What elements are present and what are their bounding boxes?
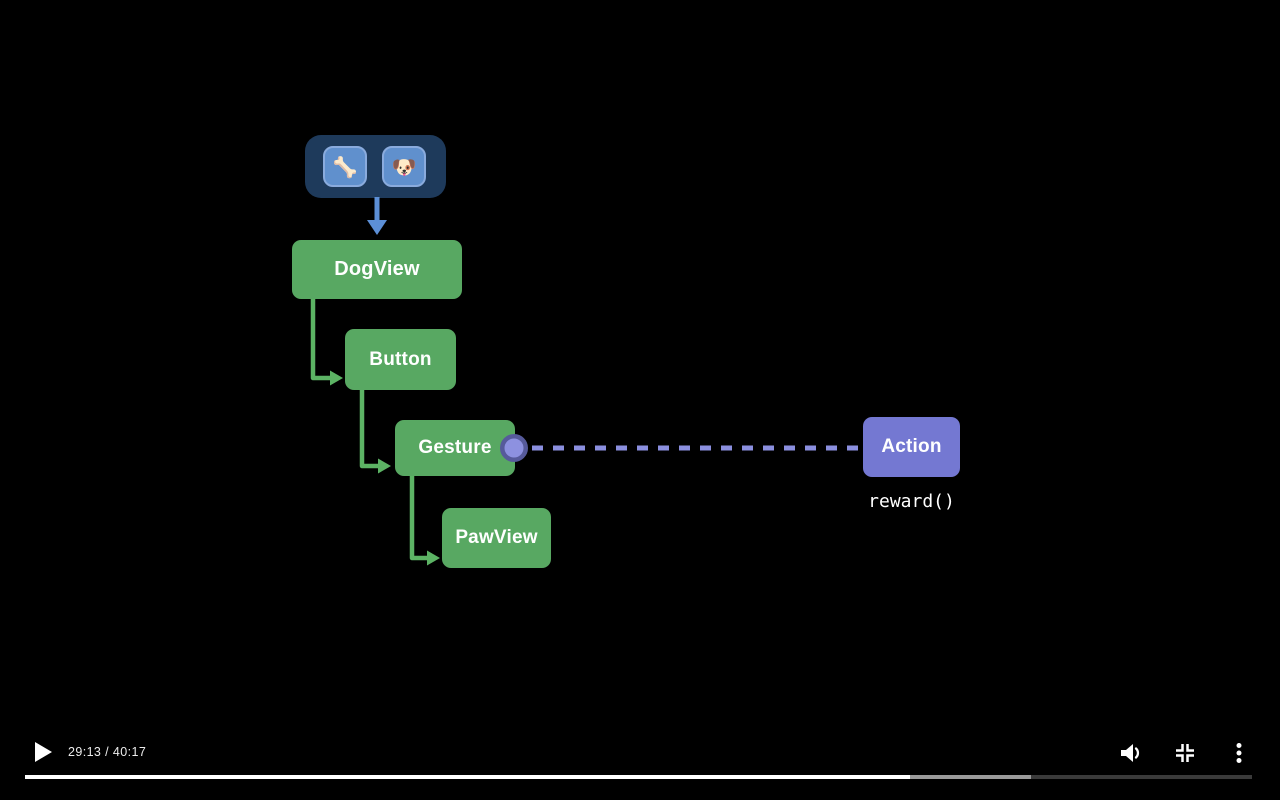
node-button-label: Button bbox=[369, 348, 432, 370]
reward-code-label: reward() bbox=[868, 491, 955, 512]
arrow-toolbar-to-dogview bbox=[367, 197, 387, 235]
connector-gesture-to-pawview bbox=[409, 476, 440, 566]
node-gesture-label: Gesture bbox=[418, 437, 492, 458]
kebab-menu-icon bbox=[1236, 743, 1242, 763]
node-dogview-label: DogView bbox=[334, 258, 420, 280]
dog-tool-button: 🐶 bbox=[382, 146, 426, 187]
node-pawview: PawView bbox=[442, 508, 551, 568]
collapse-button[interactable] bbox=[1173, 741, 1197, 765]
collapse-icon bbox=[1176, 744, 1194, 762]
progress-bar[interactable] bbox=[25, 775, 1252, 779]
connector-dogview-to-button bbox=[310, 299, 343, 386]
more-button[interactable] bbox=[1227, 741, 1251, 765]
play-button[interactable] bbox=[33, 741, 55, 763]
progress-played bbox=[25, 775, 910, 779]
node-dogview: DogView bbox=[292, 240, 462, 299]
bone-icon: 🦴 bbox=[332, 154, 358, 179]
node-gesture: Gesture bbox=[395, 420, 515, 476]
node-action: Action bbox=[863, 417, 960, 477]
volume-button[interactable] bbox=[1118, 740, 1144, 766]
node-button: Button bbox=[345, 329, 456, 390]
node-action-label: Action bbox=[881, 436, 942, 457]
play-icon bbox=[35, 742, 52, 762]
volume-icon bbox=[1121, 744, 1140, 762]
dog-icon: 🐶 bbox=[391, 154, 417, 179]
time-display: 29:13 / 40:17 bbox=[68, 745, 147, 759]
palette-toolbar: 🦴 🐶 bbox=[305, 135, 446, 198]
connector-button-to-gesture bbox=[359, 390, 391, 474]
bone-tool-button: 🦴 bbox=[323, 146, 367, 187]
dashed-link-gesture-to-action bbox=[500, 434, 858, 462]
node-pawview-label: PawView bbox=[455, 527, 538, 548]
